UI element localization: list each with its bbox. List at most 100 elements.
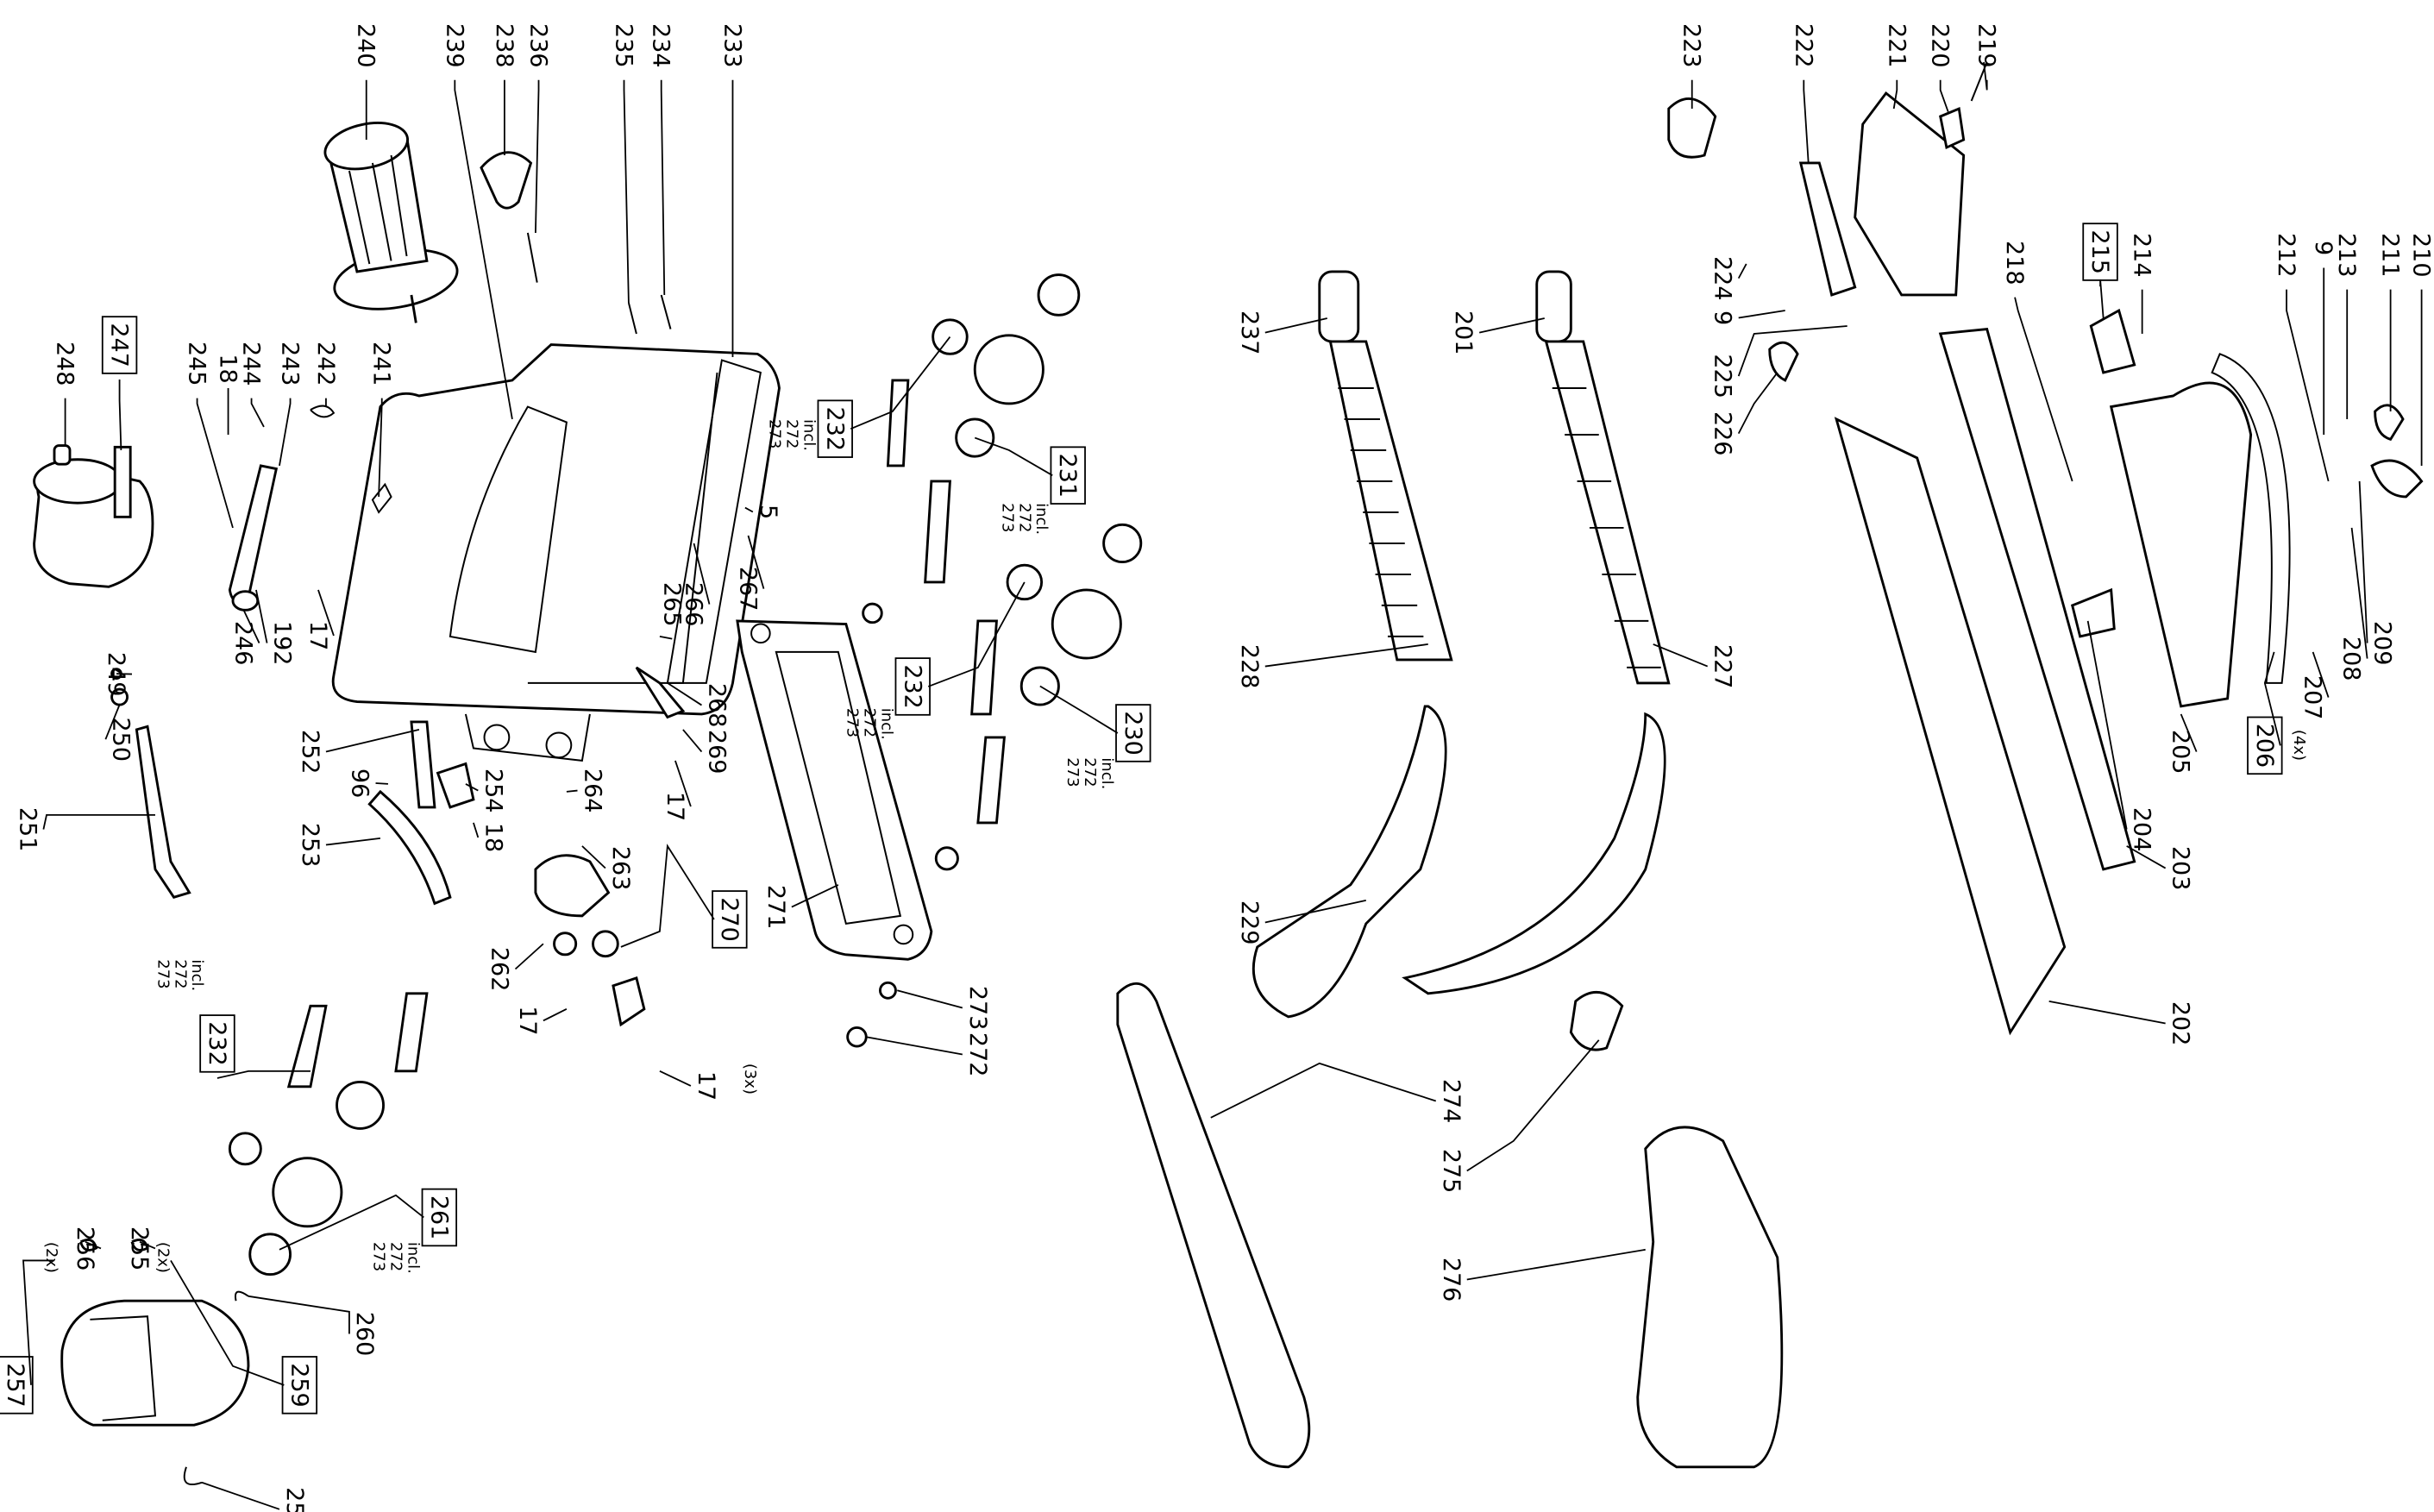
callout-number: 255 [126, 1227, 153, 1271]
callout-206: 206 [2247, 651, 2283, 775]
callout-number: 258 [281, 1487, 308, 1512]
leader-line [927, 581, 1026, 687]
callout-9b: 9 [2310, 241, 2337, 435]
leader-line [566, 789, 578, 793]
callout-number: 222 [1790, 23, 1816, 68]
leader-line [454, 79, 513, 420]
leader-line [850, 336, 951, 430]
part-hose-229 [1252, 705, 1666, 1019]
part-knob-211 [2374, 404, 2405, 442]
callout-211: 211 [2377, 233, 2404, 411]
leader-line [1737, 263, 1747, 279]
part-spindle-251 [135, 725, 191, 899]
callout-261: 261 [279, 1188, 458, 1251]
leader-line [242, 609, 260, 643]
part-lever-192 [228, 464, 279, 603]
note-incl-232a: 272 [782, 419, 800, 449]
callout-232a: 232 [817, 336, 951, 458]
part-pin-220 [1939, 106, 1966, 150]
leader-line [375, 782, 388, 785]
callout-236: 236 [525, 23, 552, 234]
callout-number: 223 [1678, 23, 1705, 68]
leader-line [1466, 1248, 1646, 1281]
callout-212: 212 [2273, 233, 2330, 482]
callout-number: 211 [2377, 233, 2404, 278]
callout-number: 274 [1438, 1079, 1465, 1124]
note-incl-230: 273 [1063, 757, 1082, 787]
callout-number: 215 [2086, 229, 2113, 274]
kit-box [712, 890, 748, 949]
leader-line [1983, 61, 1988, 91]
callout-number: 232 [204, 1021, 230, 1066]
note-incl-261: incl. [404, 1242, 422, 1274]
leader-line [473, 822, 480, 838]
part-knob-238 [480, 151, 533, 210]
callout-228: 228 [1236, 643, 1428, 688]
callout-265: 265 [658, 582, 685, 640]
leader-line [2099, 279, 2105, 319]
part-215 [2089, 308, 2136, 374]
callout-number: 276 [1438, 1258, 1465, 1302]
leader-line [693, 543, 711, 605]
callout-17c: 17 [514, 1006, 568, 1036]
callout-number: 206 [2251, 724, 2278, 769]
callout-220: 220 [1927, 23, 1954, 112]
callout-notes: incl.272273incl.272273incl.272273incl.27… [42, 419, 2308, 1274]
callout-number: 264 [580, 769, 606, 813]
part-screw-236 [526, 232, 538, 283]
part-housing-257-259 [60, 1239, 250, 1486]
callout-number: 251 [14, 807, 41, 852]
callout-269: 269 [682, 729, 730, 774]
callout-275: 275 [1438, 1039, 1600, 1194]
part-scale-206 [2211, 353, 2291, 684]
leader-line [196, 398, 234, 529]
leader-line [170, 1259, 285, 1386]
part-bearings-232-261 [228, 992, 429, 1302]
part-268 [635, 666, 686, 719]
leader-line [1737, 325, 1847, 377]
callout-259: 259 [170, 1259, 318, 1415]
callout-number: 248 [52, 342, 78, 386]
leader-line [620, 844, 715, 948]
callout-207: 207 [2299, 651, 2330, 719]
callout-number: 265 [658, 582, 685, 627]
callout-number: 226 [1709, 411, 1736, 456]
leader-line [465, 783, 479, 792]
callout-number: 262 [486, 947, 513, 992]
part-handle-274 [1116, 982, 1311, 1469]
part-bearings-230-232 [862, 273, 1143, 871]
part-handle-240 [323, 122, 459, 323]
leader-line [2048, 1000, 2166, 1025]
leader-line [2086, 620, 2128, 830]
leader-line [317, 589, 335, 637]
note-incl-232c: 272 [171, 959, 189, 988]
callout-251: 251 [14, 807, 155, 852]
callout-number: 242 [312, 342, 339, 386]
part-gear-knob [612, 976, 646, 1027]
callout-223: 223 [1678, 23, 1705, 110]
part-knob-247 [33, 445, 154, 588]
kit-box [421, 1188, 458, 1247]
callout-9a: 9 [1709, 310, 1785, 325]
leader-line [674, 760, 692, 807]
callout-number: 17 [662, 792, 688, 821]
callout-number: 275 [1438, 1149, 1465, 1194]
callout-number: 238 [491, 23, 518, 68]
callout-number: 218 [2001, 241, 2028, 285]
note-qty-257: (2x) [42, 1242, 60, 1273]
callout-number: 240 [353, 23, 380, 68]
leader-line [85, 1240, 102, 1250]
callout-number: 253 [297, 823, 323, 868]
leader-line [2286, 289, 2330, 482]
callout-273: 273 [897, 986, 991, 1030]
callout-245: 245 [184, 342, 234, 529]
callout-272: 272 [866, 1032, 991, 1076]
leader-line [248, 1295, 350, 1334]
note-incl-230: incl. [1098, 757, 1116, 789]
leader-line [623, 79, 630, 303]
callout-18b: 18 [473, 822, 506, 852]
callout-192: 192 [255, 589, 296, 665]
callout-number: 271 [762, 885, 789, 930]
leader-line [1803, 79, 1810, 164]
